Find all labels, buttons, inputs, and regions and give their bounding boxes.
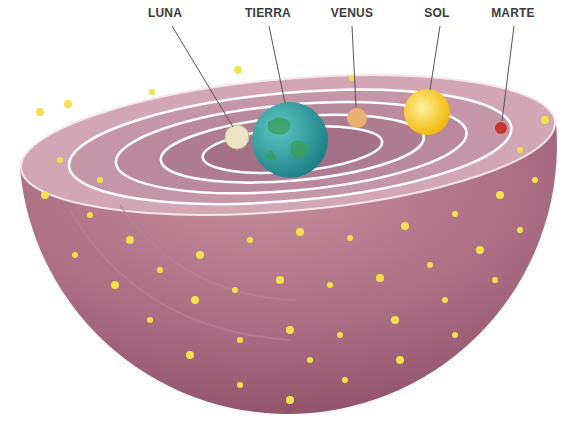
mars [495, 122, 507, 134]
body-label: LUNA [148, 6, 182, 20]
earth [252, 102, 328, 178]
shell-line [120, 205, 295, 300]
mars-sphere [64, 74, 516, 220]
body-label: MARTE [491, 6, 535, 20]
body-label: TIERRA [245, 6, 291, 20]
leader-lines [172, 26, 514, 127]
continents [266, 117, 310, 160]
sun [404, 89, 450, 135]
outer-sphere [15, 56, 560, 234]
moon [225, 125, 249, 149]
sun-sphere [112, 90, 470, 206]
body-label: VENUS [331, 6, 373, 20]
stars [36, 66, 549, 404]
venus [347, 108, 367, 128]
body-label: SOL [424, 6, 449, 20]
shell-line [70, 210, 290, 340]
